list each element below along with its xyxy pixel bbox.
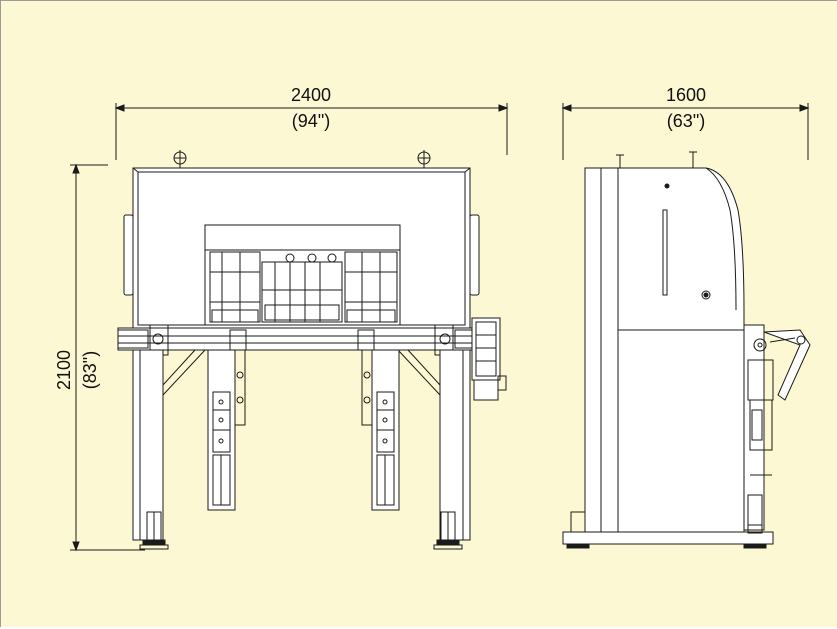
front-view [117, 150, 507, 550]
left-border [0, 0, 1, 629]
side-view [562, 151, 811, 549]
width-imperial-label: (94") [292, 111, 330, 131]
depth-dimension [561, 103, 810, 160]
height-value-label: 2100 [54, 350, 74, 390]
right-lift-column [357, 329, 400, 511]
width-dimension [114, 103, 509, 160]
depth-imperial-label: (63") [667, 111, 705, 131]
height-imperial-label: (83") [80, 351, 100, 389]
left-lift-column [207, 329, 247, 511]
top-border [0, 0, 837, 1]
bottom-strip [0, 627, 837, 629]
width-value-label: 2400 [291, 85, 331, 105]
height-dimension [70, 163, 145, 552]
front-feet [139, 511, 463, 550]
depth-value-label: 1600 [666, 85, 706, 105]
